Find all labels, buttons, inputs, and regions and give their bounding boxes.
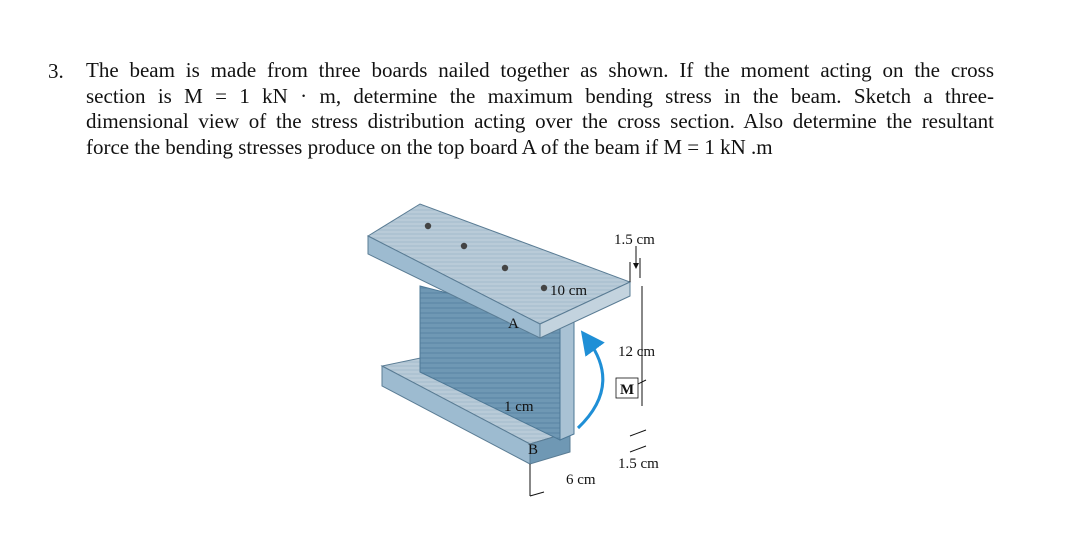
label-web-height: 12 cm [618,344,655,360]
dimension-lines [529,246,647,497]
moment-arrow [576,330,605,430]
problem-text: The beam is made from three boards naile… [86,58,994,160]
problem-line-3: dimensional view of the stress distribut… [86,109,994,133]
problem-line-2: section is M = 1 kN · m, determine the m… [86,83,994,108]
moment-label-box [615,377,639,399]
label-bottom-width: 6 cm [566,472,596,488]
label-web-thickness: 1 cm [504,399,534,415]
problem-line-1: The beam is made from three boards naile… [86,58,994,82]
label-board-b: B [528,442,538,458]
label-top-thickness: 1.5 cm [614,232,655,248]
problem-line-4: force the bending stresses produce on th… [86,134,773,159]
label-bottom-thickness: 1.5 cm [618,456,659,472]
label-moment: M [620,382,634,398]
beam-diagram: 1.5 cm 10 cm 12 cm M 1 cm 1.5 cm 6 cm A … [366,203,659,497]
label-board-a: A [508,316,519,332]
top-flange [366,203,632,339]
label-top-width: 10 cm [550,283,587,299]
problem-statement: 3. The beam is made from three boards na… [48,58,994,160]
beam-figure: 1.5 cm 10 cm 12 cm M 1 cm 1.5 cm 6 cm A … [360,196,700,516]
problem-number: 3. [48,59,64,83]
